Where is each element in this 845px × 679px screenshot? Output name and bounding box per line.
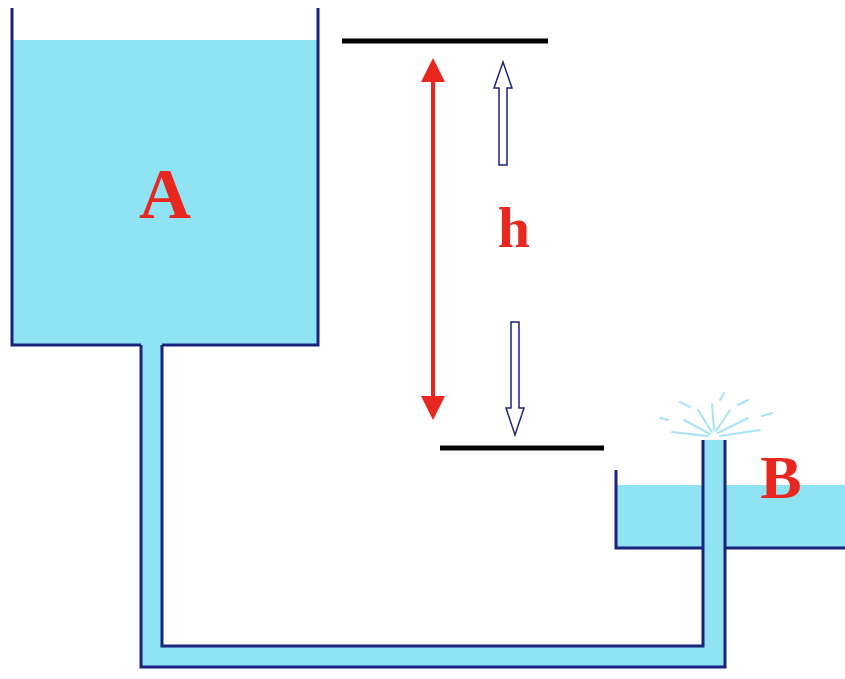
- tank-outline: [12, 8, 318, 345]
- hollow-arrow: [506, 322, 524, 435]
- basin-outline: [616, 470, 845, 548]
- water-spray: [660, 393, 772, 436]
- point-letter: B: [760, 446, 801, 508]
- point-letter: A: [139, 158, 191, 230]
- basin: B: [616, 430, 845, 548]
- hollow-arrow: [494, 62, 512, 165]
- height-arrow: [431, 70, 435, 408]
- basin-water: [616, 485, 845, 548]
- level-line: [342, 39, 548, 44]
- tank: A: [13, 40, 317, 345]
- height-label: h: [498, 199, 530, 257]
- tank-water: [13, 40, 317, 345]
- level-line: [440, 446, 604, 451]
